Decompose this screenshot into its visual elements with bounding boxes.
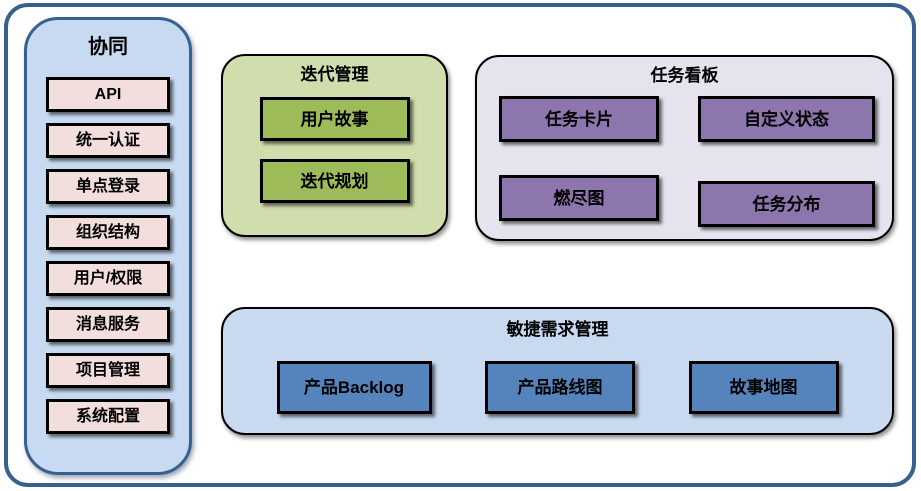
group-iteration-management: 迭代管理 用户故事 迭代规划 [221,54,448,237]
feature-user-stories: 用户故事 [259,97,410,141]
sidebar-item-list: API 统一认证 单点登录 组织结构 用户/权限 消息服务 项目管理 系统配置 [46,77,170,434]
taskboard-item-grid: 任务卡片 自定义状态 燃尽图 任务分布 [499,96,875,227]
outer-frame: 协同 API 统一认证 单点登录 组织结构 用户/权限 消息服务 项目管理 系统… [4,3,916,487]
sidebar-item-unified-auth: 统一认证 [46,123,170,158]
group-task-board: 任务看板 任务卡片 自定义状态 燃尽图 任务分布 [475,55,894,241]
sidebar-item-user-permissions: 用户/权限 [46,261,170,296]
feature-iteration-planning: 迭代规划 [259,159,410,203]
group-title-task-board: 任务看板 [650,66,719,85]
group-title-iteration-management: 迭代管理 [300,65,369,84]
sidebar-item-message-service: 消息服务 [46,307,170,342]
feature-task-distribution: 任务分布 [698,181,875,227]
feature-product-roadmap: 产品路线图 [485,361,635,414]
feature-burndown-chart: 燃尽图 [499,175,659,221]
sidebar-item-org-structure: 组织结构 [46,215,170,250]
sidebar-item-system-config: 系统配置 [46,399,170,434]
feature-custom-status: 自定义状态 [698,96,875,142]
group-agile-requirements: 敏捷需求管理 产品Backlog 产品路线图 故事地图 [221,307,894,435]
sidebar-item-api: API [46,77,170,112]
iteration-item-list: 用户故事 迭代规划 [259,97,410,203]
feature-story-map: 故事地图 [688,361,839,414]
sidebar-item-project-management: 项目管理 [46,353,170,388]
sidebar-collaboration: 协同 API 统一认证 单点登录 组织结构 用户/权限 消息服务 项目管理 系统… [24,17,192,475]
agile-item-list: 产品Backlog 产品路线图 故事地图 [223,361,892,414]
sidebar-item-single-sign-on: 单点登录 [46,169,170,204]
feature-task-cards: 任务卡片 [499,96,659,142]
group-title-agile-requirements: 敏捷需求管理 [506,320,609,339]
sidebar-title: 协同 [88,36,128,58]
feature-product-backlog: 产品Backlog [276,361,432,414]
